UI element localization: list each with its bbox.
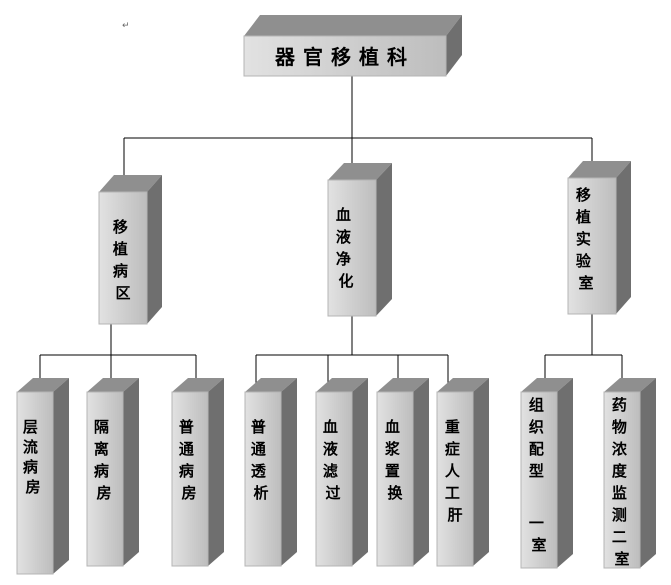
unit-label: 血 液 滤 过 [323,418,343,502]
unit-label: 重 症 人 工 肝 [445,418,465,524]
unit-label: 普 通 透 析 [251,418,271,502]
unit-label: 药 物 浓 度 监 测 二 室 [612,396,632,568]
dept-purification-label: 血 液 净 化 [336,206,356,290]
unit-box: 组 织 配 型 一 室 [520,378,573,569]
unit-box: 重 症 人 工 肝 [436,378,489,567]
unit-label: 层 流 病 房 [23,418,43,496]
dept-ward-label: 移 植 病 区 [113,218,133,302]
dept-lab-label: 移 植 实 验 室 [576,186,596,292]
root-box: 器官移植科 ↵ [122,15,462,77]
dept-purification-box: 血 液 净 化 [327,163,392,317]
unit-box: 普 通 病 房 [171,378,224,567]
unit-box: 血 液 滤 过 [315,378,368,567]
unit-box: 药 物 浓 度 监 测 二 室 [603,378,656,569]
root-label: 器官移植科 [274,45,415,69]
dept-ward-box: 移 植 病 区 [98,175,162,325]
dept-lab-box: 移 植 实 验 室 [567,161,631,315]
paragraph-mark: ↵ [122,21,130,31]
unit-label: 普 通 病 房 [179,418,199,502]
unit-box: 血 浆 置 换 [376,378,429,567]
unit-box: 层 流 病 房 [16,378,69,575]
unit-label: 组 织 配 型 一 室 [529,396,549,554]
unit-box: 隔 离 病 房 [86,378,139,567]
unit-label: 血 浆 置 换 [385,418,405,502]
unit-label: 隔 离 病 房 [94,418,114,502]
unit-box: 普 通 透 析 [244,378,297,567]
